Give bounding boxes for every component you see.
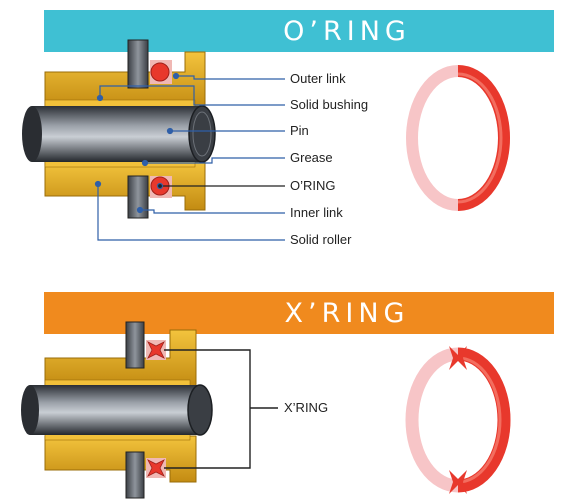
xring-outer-link-bottom bbox=[44, 435, 197, 483]
label-xring: X’RING bbox=[284, 400, 329, 415]
label-solid-roller: Solid roller bbox=[290, 232, 352, 247]
xring-seal-bottom bbox=[147, 459, 165, 477]
xring-banner-title: X’RING bbox=[284, 297, 410, 329]
label-solid-bushing: Solid bushing bbox=[290, 97, 369, 112]
xring-leader-lines bbox=[164, 349, 278, 469]
xring-cross-section bbox=[21, 321, 213, 499]
xring-pin bbox=[30, 385, 200, 435]
oring-cross-section bbox=[22, 39, 216, 219]
inner-link-top bbox=[127, 39, 149, 89]
pin bbox=[32, 106, 202, 162]
oring-leader-lines bbox=[94, 72, 285, 241]
outer-link-top bbox=[44, 51, 206, 109]
oring-seal-top bbox=[150, 62, 170, 82]
inner-link-bottom bbox=[127, 175, 149, 219]
xring-seal-top bbox=[147, 341, 165, 359]
xring-outer-link-top bbox=[44, 329, 197, 387]
label-outer-link: Outer link bbox=[290, 71, 346, 86]
oring-illustration bbox=[406, 65, 510, 211]
label-inner-link: Inner link bbox=[290, 205, 343, 220]
xring-illustration bbox=[405, 346, 511, 494]
xring-inner-link-top bbox=[125, 321, 145, 369]
label-grease: Grease bbox=[290, 150, 333, 165]
oring-banner-title: O’RING bbox=[283, 15, 411, 47]
label-oring: O’RING bbox=[290, 178, 336, 193]
xring-inner-link-bottom bbox=[125, 451, 145, 499]
label-pin: Pin bbox=[290, 123, 309, 138]
